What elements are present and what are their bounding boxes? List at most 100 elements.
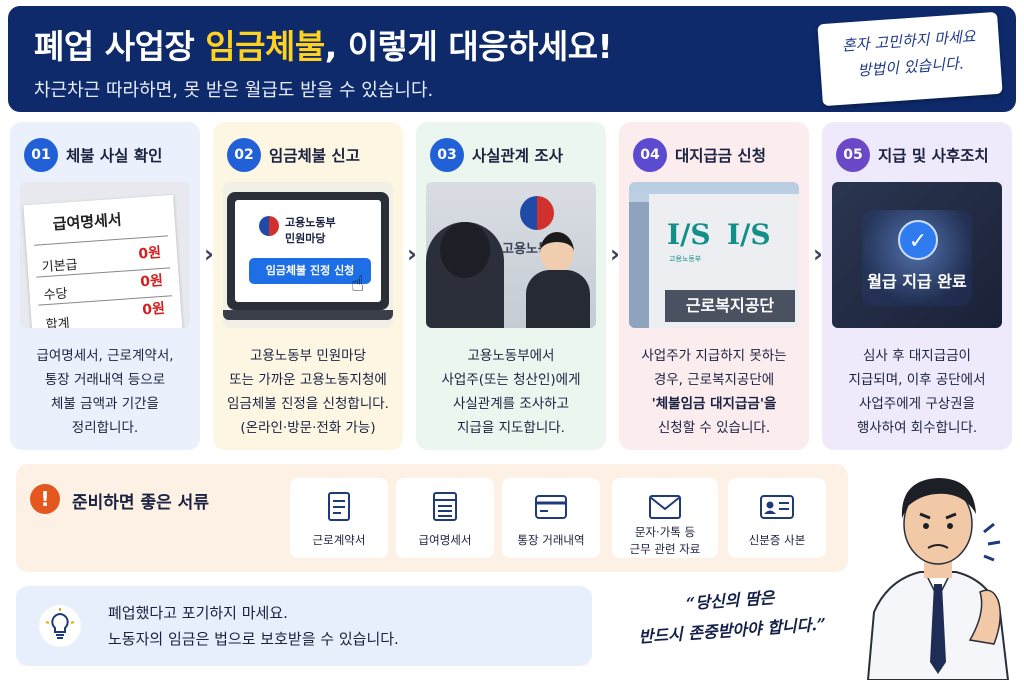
envelope-icon: [649, 495, 681, 519]
quote-text: “당신의 땀은 반드시 존중받아야 합니다.”: [610, 578, 855, 675]
desc-line: 지급되며, 이후 공단에서: [848, 372, 986, 388]
id-card-icon: [760, 495, 794, 519]
step-number: 01: [24, 138, 58, 172]
laptop-screen: 고용노동부 민원마당 임금체불 진정 신청 ☝: [235, 200, 381, 302]
step-number: 02: [227, 138, 261, 172]
desc-line: 임금체불 진정을 신청합니다.: [227, 396, 389, 412]
comwel-logo-icon: I/S: [667, 218, 711, 251]
doc-label: 급여명세서: [418, 533, 472, 547]
doc-label: 통장 거래내역: [517, 533, 585, 547]
step-description: 고용노동부에서 사업주(또는 청산인)에게 사실관계를 조사하고 지급을 지도합…: [422, 344, 600, 440]
step-title: 사실관계 조사: [472, 147, 563, 165]
doc-label: 문자·가톡 등: [634, 525, 696, 539]
laptop-illustration: 고용노동부 민원마당 임금체불 진정 신청 ☝: [223, 182, 393, 328]
apply-complaint-button: 임금체불 진정 신청: [249, 258, 371, 284]
spreadsheet-icon: [433, 492, 457, 521]
building-illustration: I/S I/S 고용노동부 근로복지공단: [629, 182, 799, 328]
worker-figure: [426, 222, 504, 328]
step-number: 04: [633, 138, 667, 172]
title-pre: 폐업 사업장: [34, 27, 206, 66]
document-icon: [328, 492, 350, 521]
lightbulb-icon: [39, 605, 81, 647]
doc-label: 근무 관련 자료: [629, 542, 701, 556]
desc-line: 고용노동부에서: [467, 348, 555, 364]
payslip-label: 수당: [43, 286, 69, 304]
card-icon: [535, 495, 567, 519]
government-logo-icon: [520, 196, 554, 230]
desc-line: (온라인·방문·전화 가능): [240, 420, 376, 436]
payslip-label: 기본급: [41, 257, 79, 276]
desc-line: 통장 거래내역 등으로: [44, 372, 166, 388]
doc-item-id: 신분증 사본: [728, 478, 826, 558]
step-card-5: 05 지급 및 사후조치 ✓ 월급 지급 완료 심사 후 대지급금이 지급되며,…: [822, 122, 1012, 450]
screen-portal-name: 민원마당: [285, 232, 326, 245]
step-title: 체불 사실 확인: [66, 147, 163, 165]
office-sign-text: 고용노동: [502, 242, 550, 257]
payslip-label: 합계: [45, 316, 71, 328]
step-card-1: 01 체불 사실 확인 급여명세서 기본급 0원 수당 0원 합계 0원 급여명…: [10, 122, 200, 450]
tip-line-1: 폐업했다고 포기하지 마세요.: [108, 604, 288, 622]
payslip-value: 0원: [137, 244, 162, 263]
step-card-4: 04 대지급금 신청 I/S I/S 고용노동부 근로복지공단 사업주가 지급하…: [619, 122, 809, 450]
exclamation-icon: !: [30, 484, 60, 514]
desc-line: 신청할 수 있습니다.: [657, 420, 771, 436]
desc-line: 또는 가까운 고용노동지청에: [229, 372, 387, 388]
screen-ministry-name: 고용노동부: [285, 216, 336, 229]
tip-box: 폐업했다고 포기하지 마세요. 노동자의 임금은 법으로 보호받을 수 있습니다…: [16, 586, 592, 666]
step-title: 대지급금 신청: [675, 147, 766, 165]
check-icon: ✓: [898, 220, 938, 260]
comwel-building: I/S I/S 고용노동부 근로복지공단: [649, 194, 799, 328]
step-card-3: 03 사실관계 조사 고용노동 고용노동부에서 사업주(또는 청산인)에게 사실…: [416, 122, 606, 450]
desc-line: 경우, 근로복지공단에: [653, 372, 775, 388]
doc-item-messages: 문자·가톡 등 근무 관련 자료: [612, 478, 718, 558]
chevron-right-icon: ›: [610, 240, 620, 268]
desc-line: 급여명세서, 근로계약서,: [36, 348, 174, 364]
step-description: 급여명세서, 근로계약서, 통장 거래내역 등으로 체불 금액과 기간을 정리합…: [16, 344, 194, 440]
payslip-title: 급여명세서: [52, 210, 123, 234]
payment-complete-text: 월급 지급 완료: [867, 272, 967, 291]
chevron-right-icon: ›: [813, 240, 823, 268]
step-title: 지급 및 사후조치: [878, 147, 989, 165]
documents-section: ! 준비하면 좋은 서류 근로계약서 급여명세서 통장 거래내역 문자·가톡 등…: [16, 464, 848, 572]
step-number: 03: [430, 138, 464, 172]
meeting-illustration: 고용노동: [426, 182, 596, 328]
desc-line: 사업주(또는 청산인)에게: [441, 372, 581, 388]
payslip-illustration: 급여명세서 기본급 0원 수당 0원 합계 0원: [20, 182, 190, 328]
doc-item-payslip: 급여명세서: [396, 478, 494, 558]
phone-illustration: ✓ 월급 지급 완료: [832, 182, 1002, 328]
documents-title: 준비하면 좋은 서류: [72, 493, 209, 513]
title-post: , 이렇게 대응하세요!: [324, 27, 613, 66]
chevron-right-icon: ›: [204, 240, 214, 268]
step-description: 고용노동부 민원마당 또는 가까운 고용노동지청에 임금체불 진정을 신청합니다…: [219, 344, 397, 440]
desc-line: 지급을 지도합니다.: [457, 420, 565, 436]
hand-cursor-icon: ☝: [351, 272, 365, 297]
desc-line: 사업주에게 구상권을: [858, 396, 976, 412]
desc-line: 사실관계를 조사하고: [452, 396, 570, 412]
step-description: 사업주가 지급하지 못하는 경우, 근로복지공단에 '체불임금 대지급금'을 신…: [625, 344, 803, 440]
step-title: 임금체불 신고: [269, 147, 360, 165]
comwel-logo-icon: I/S: [727, 218, 771, 251]
page-title: 폐업 사업장 임금체불, 이렇게 대응하세요!: [34, 20, 613, 68]
laptop: 고용노동부 민원마당 임금체불 진정 신청 ☝: [227, 192, 389, 310]
doc-item-contract: 근로계약서: [290, 478, 388, 558]
payslip-value: 0원: [139, 272, 164, 291]
officer-figure: [526, 232, 590, 328]
step-card-2: 02 임금체불 신고 고용노동부 민원마당 임금체불 진정 신청 ☝ 고용노동부…: [213, 122, 403, 450]
desc-line: 행사하여 회수합니다.: [856, 420, 978, 436]
payslip-value: 0원: [141, 300, 166, 319]
payslip: 급여명세서 기본급 0원 수당 0원 합계 0원: [23, 194, 183, 328]
tip-line-2: 노동자의 임금은 법으로 보호받을 수 있습니다.: [108, 630, 399, 648]
desc-line: 사업주가 지급하지 못하는: [641, 348, 787, 364]
encouragement-note: 혼자 고민하지 마세요 방법이 있습니다.: [817, 11, 1003, 107]
laptop-base: [223, 310, 393, 320]
desc-line: 심사 후 대지급금이: [863, 348, 971, 364]
desc-line: 고용노동부 민원마당: [249, 348, 367, 364]
desc-line: 정리합니다.: [71, 420, 139, 436]
doc-label: 신분증 사본: [748, 533, 806, 547]
step-number: 05: [836, 138, 870, 172]
building-small-text: 고용노동부: [669, 255, 702, 263]
office-sign: 고용노동: [494, 196, 590, 266]
doc-item-bank: 통장 거래내역: [502, 478, 600, 558]
desc-line: 체불 금액과 기간을: [51, 396, 159, 412]
worried-worker-illustration: [866, 478, 1010, 680]
